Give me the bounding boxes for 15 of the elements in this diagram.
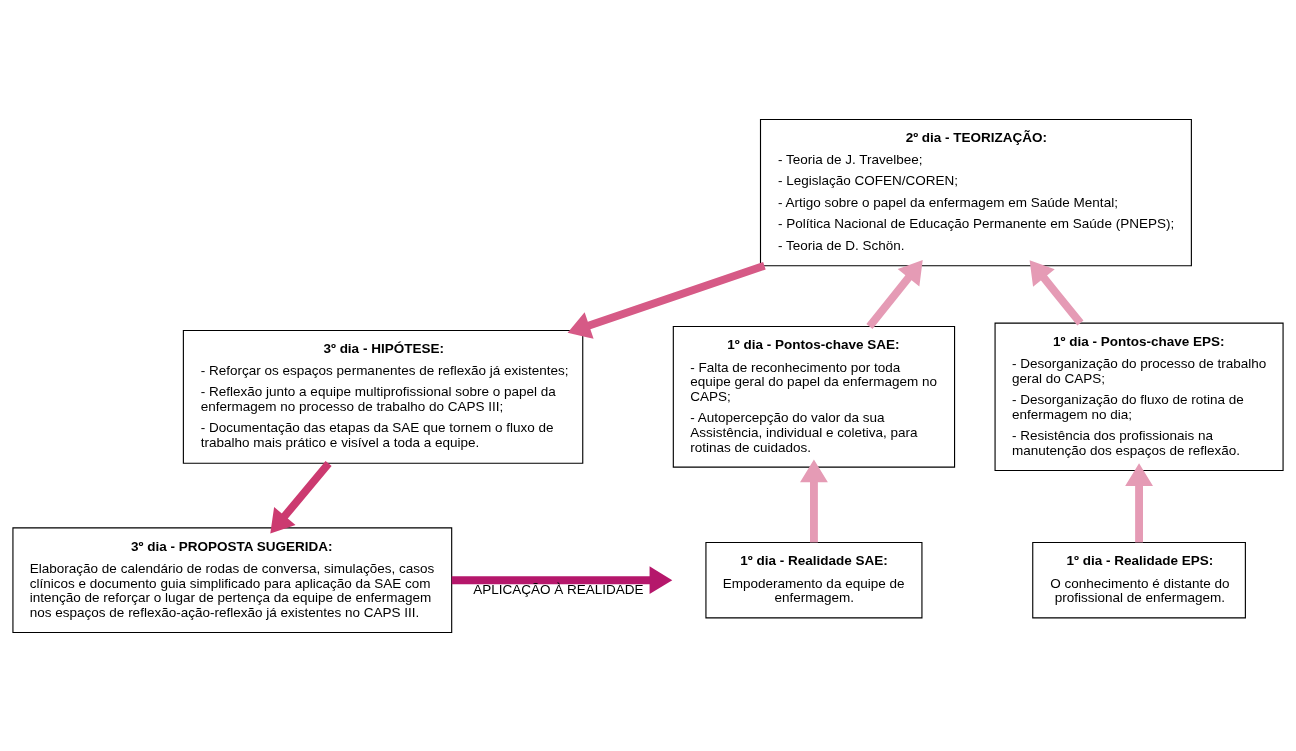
arrow [866,259,923,329]
node-box: 1º dia - Realidade EPS: O conhecimento é distante do profissional de enfermagem. [1032,541,1246,618]
node-box: 1º dia - Pontos-chave SAE: - Falta de reconhecimento por toda equipe geral do papel da enfermagem no CAPS; - Autopercepção do valor da sua Assistência, individual e coletiva, para rotinas de cuidados. [672,325,956,468]
node-box: 3º dia - HIPÓTESE: - Reforçar os espaços permanentes de reflexão já existentes; - Reflexão junto a equipe multiprofissional sobre o papel da enfermagem no processo de trabalho do CAPS III; - Documentação das etapas da SAE que tornem o fluxo de trabalho mais prático e visível a toda a equipe. [182,329,584,464]
arrow [800,459,828,542]
node-box: 2º dia - TEORIZAÇÃO: - Teoria de J. Travelbee; - Legislação COFEN/COREN; - Artigo sobre o papel da enfermagem em Saúde Mental; - Política Nacional de Educação Permanente em Saúde (PNEPS); - Teoria de D. Schön. [759,118,1192,266]
arrow [1125,462,1153,542]
arrow [270,460,332,533]
edge-label: APLICAÇÃO À REALIDADE [473,581,644,597]
arrow [1029,259,1084,326]
node-box: 1º dia - Realidade SAE: Empoderamento da equipe de enfermagem. [705,541,923,618]
node-box: 1º dia - Pontos-chave EPS: - Desorganização do processo de trabalho geral do CAPS; - Desorganização do fluxo de rotina de enfermagem no dia; - Resistência dos profissionais na manutenção dos espaços de reflexão. [994,322,1284,471]
arrow [451,565,673,594]
arrow [567,261,766,339]
node-box: 3º dia - PROPOSTA SUGERIDA: Elaboração de calendário de rodas de conversa, simulações, casos clínicos e documento guia simplificado para aplicação da SAE com intenção de reforçar o lugar de pertença da equipe de enfermagem nos espaços de reflexão-ação-reflexão já existentes no CAPS III. [12,526,453,633]
